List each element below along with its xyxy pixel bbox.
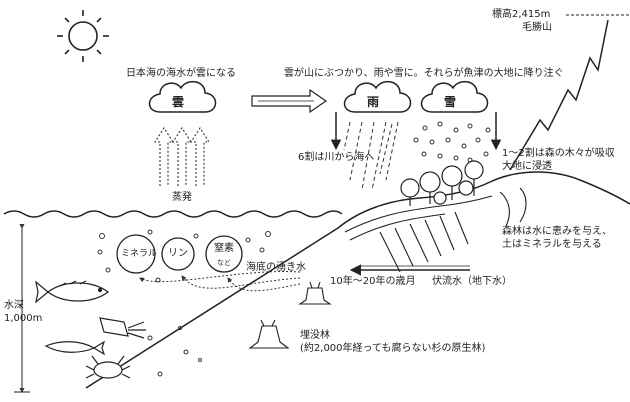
fish-mackerel bbox=[35, 280, 110, 304]
rain-label: 雨 bbox=[367, 95, 380, 109]
buried-forest-desc-c: の原生林) bbox=[441, 343, 486, 354]
depth-value: 1,000m bbox=[4, 313, 43, 324]
elevation-label: 標高2,415m bbox=[492, 9, 551, 20]
groundwater-arrow bbox=[349, 264, 470, 276]
cloud-move-arrow bbox=[251, 88, 328, 114]
years-label: 10年〜20年の歳月 bbox=[330, 276, 416, 287]
evaporation-label: 蒸発 bbox=[172, 192, 192, 203]
rain-snow-caption: 雲が山にぶつかり、雨や雪に。それらが魚津の大地に降り注ぐ bbox=[284, 68, 564, 79]
mineral-label: ミネラル bbox=[121, 249, 158, 259]
nitrogen-label: 窒素 bbox=[214, 243, 234, 254]
forest-trees bbox=[400, 160, 484, 206]
cloud-rain bbox=[343, 81, 412, 113]
crab bbox=[85, 355, 131, 379]
groundwater-main: 伏流水 bbox=[432, 276, 462, 287]
cloud-left-label: 雲 bbox=[172, 95, 185, 109]
buried-forest-desc: (約2,000年経っても腐らない杉の原生林) bbox=[300, 343, 485, 355]
sea-to-cloud-caption: 日本海の海水が雲になる bbox=[126, 68, 236, 80]
groundwater-label: 伏流水（地下水） bbox=[432, 276, 512, 288]
sea-surface bbox=[3, 210, 343, 218]
phosphorus-label: リン bbox=[168, 248, 188, 259]
seabed-slope bbox=[85, 227, 339, 389]
sea-to-cloud-suffix: が雲になる bbox=[186, 68, 236, 79]
forest-blessing-line2: 土はミネラルを与える bbox=[502, 239, 602, 250]
land-outline bbox=[337, 171, 630, 229]
buried-forest-desc-b: 杉 bbox=[431, 343, 442, 354]
snowflakes bbox=[413, 121, 491, 163]
squid bbox=[99, 317, 146, 339]
groundwater-paren: （地下水） bbox=[462, 276, 512, 287]
river-share-label: 6割は川から海へ bbox=[298, 152, 375, 163]
mountain-ridge bbox=[509, 19, 609, 171]
depth-label: 水深 bbox=[4, 300, 24, 311]
cloud-snow bbox=[420, 81, 489, 113]
bubbles bbox=[97, 229, 271, 377]
rain-streaks bbox=[343, 121, 399, 191]
sea-to-cloud-prefix: 日本海の海水 bbox=[126, 68, 186, 79]
evaporation-arrows bbox=[153, 126, 211, 186]
fish-small bbox=[44, 340, 106, 356]
nutrient-circles bbox=[116, 234, 243, 274]
spring-label: 海底の湧き水 bbox=[246, 262, 306, 273]
etc-label: など bbox=[217, 259, 231, 267]
forest-absorb-line2: 大地に浸透 bbox=[502, 161, 552, 172]
cloud-left bbox=[148, 81, 217, 113]
forest-blessing-line1: 森林は水に恵みを与え、 bbox=[502, 226, 612, 237]
spring-water-flows bbox=[139, 271, 301, 292]
mountain-name: 毛勝山 bbox=[522, 22, 552, 33]
ground-strata bbox=[344, 187, 527, 273]
forest-absorb-line1: 1〜2割は森の木々が吸収 bbox=[502, 148, 615, 159]
buried-forest-desc-a: (約2,000年経っても腐らない bbox=[300, 343, 432, 354]
buried-forest-title: 埋没林 bbox=[300, 330, 330, 341]
buried-tree-stumps bbox=[248, 281, 332, 349]
depth-scale bbox=[14, 224, 30, 393]
sun-icon bbox=[57, 10, 109, 62]
snow-label: 雪 bbox=[444, 95, 457, 109]
